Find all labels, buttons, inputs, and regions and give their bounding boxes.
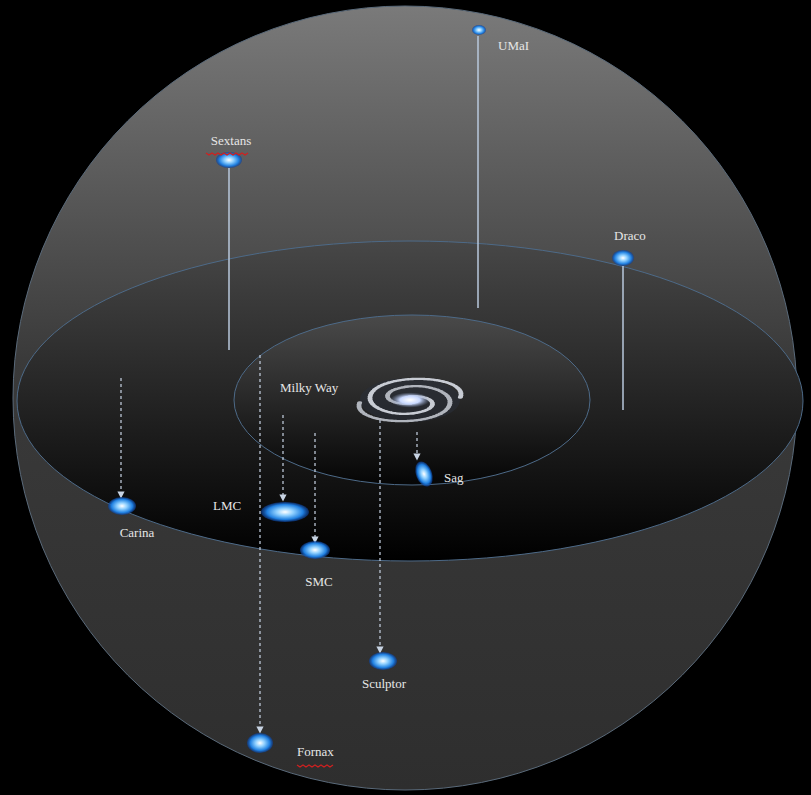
galaxy-label: SMC [305,574,332,589]
galaxy-label: UMaI [498,38,529,53]
galaxy-label: Sag [444,470,464,485]
galaxy-label: Milky Way [280,380,338,395]
galaxy-label: Fornax [297,744,334,759]
galaxy-label: Sextans [211,133,251,148]
galaxy-label: Sculptor [362,676,406,691]
galaxy-label: LMC [213,498,241,513]
galaxy-label: Carina [120,525,155,540]
galaxy-label: Draco [614,228,646,243]
